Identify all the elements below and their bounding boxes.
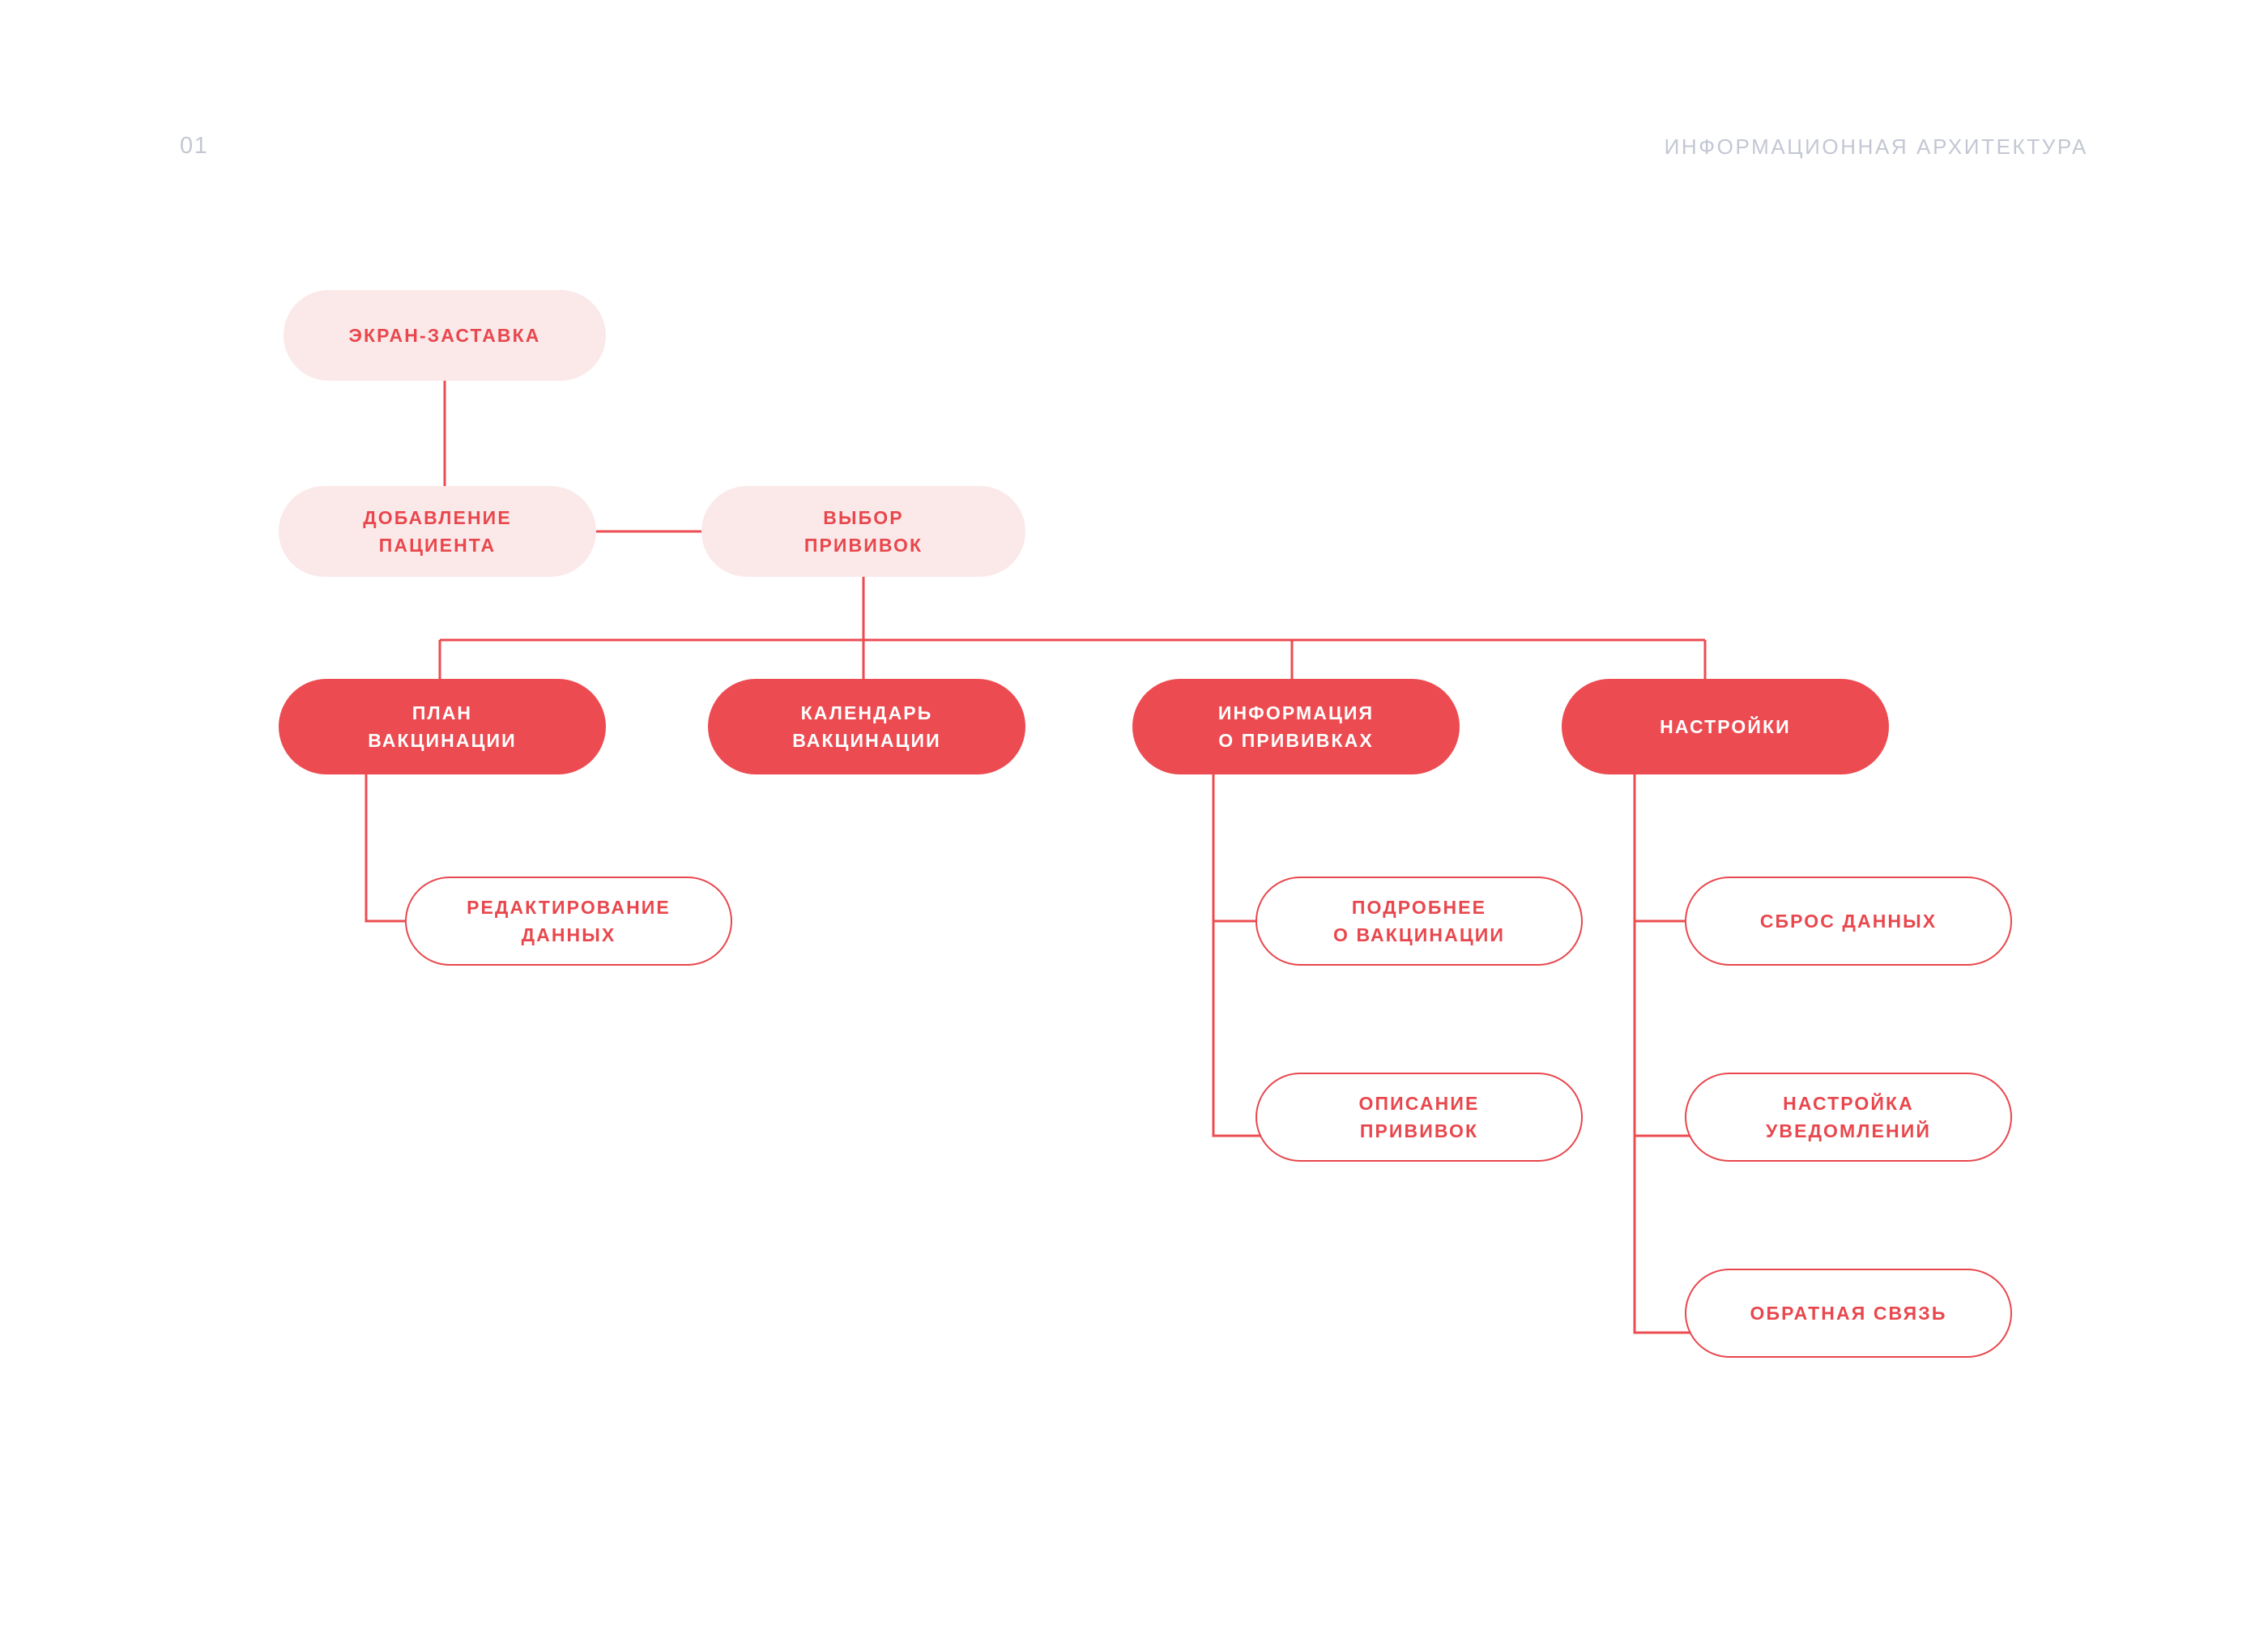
node-label: ОБРАТНАЯ СВЯЗЬ	[1750, 1302, 1947, 1324]
connector-settings-to-notif	[1633, 921, 1693, 1137]
node-label: ДОБАВЛЕНИЕ ПАЦИЕНТА	[363, 506, 512, 556]
node-label: ОПИСАНИЕ ПРИВИВОК	[1358, 1092, 1480, 1141]
node-reset-data[interactable]: СБРОС ДАННЫХ	[1685, 877, 2012, 966]
connector-settings-to-reset	[1633, 774, 1693, 923]
node-label: НАСТРОЙКА УВЕДОМЛЕНИЙ	[1766, 1092, 1931, 1141]
node-label: ПЛАН ВАКЦИНАЦИИ	[368, 702, 517, 751]
connector-plan-to-edit	[364, 774, 415, 923]
node-splash[interactable]: ЭКРАН-ЗАСТАВКА	[284, 290, 606, 381]
node-settings[interactable]: НАСТРОЙКИ	[1562, 679, 1889, 774]
node-vaccine-plan[interactable]: ПЛАН ВАКЦИНАЦИИ	[279, 679, 606, 774]
node-label: КАЛЕНДАРЬ ВАКЦИНАЦИИ	[792, 702, 941, 751]
node-label: РЕДАКТИРОВАНИЕ ДАННЫХ	[467, 896, 671, 945]
connector-info-to-more	[1212, 774, 1264, 923]
node-label: СБРОС ДАННЫХ	[1759, 910, 1938, 932]
connector-settings-to-feedback	[1633, 1136, 1693, 1334]
node-select-vaccine[interactable]: ВЫБОР ПРИВИВОК	[701, 486, 1025, 577]
node-label: ЭКРАН-ЗАСТАВКА	[348, 324, 541, 346]
node-feedback[interactable]: ОБРАТНАЯ СВЯЗЬ	[1685, 1269, 2012, 1358]
node-vaccine-desc[interactable]: ОПИСАНИЕ ПРИВИВОК	[1256, 1073, 1583, 1162]
node-edit-data[interactable]: РЕДАКТИРОВАНИЕ ДАННЫХ	[405, 877, 732, 966]
connector-info-to-desc	[1212, 921, 1264, 1137]
document-title: ИНФОРМАЦИОННАЯ АРХИТЕКТУРА	[1664, 134, 2088, 159]
node-vaccine-more[interactable]: ПОДРОБНЕЕ О ВАКЦИНАЦИИ	[1256, 877, 1583, 966]
node-label: НАСТРОЙКИ	[1660, 715, 1791, 737]
page-number: 01	[180, 133, 209, 159]
node-label: ПОДРОБНЕЕ О ВАКЦИНАЦИИ	[1332, 896, 1505, 945]
node-label: ВЫБОР ПРИВИВОК	[804, 506, 923, 556]
node-label: ИНФОРМАЦИЯ О ПРИВИВКАХ	[1217, 702, 1375, 751]
node-vaccine-cal[interactable]: КАЛЕНДАРЬ ВАКЦИНАЦИИ	[708, 679, 1025, 774]
node-add-patient[interactable]: ДОБАВЛЕНИЕ ПАЦИЕНТА	[279, 486, 596, 577]
node-vaccine-info[interactable]: ИНФОРМАЦИЯ О ПРИВИВКАХ	[1132, 679, 1460, 774]
node-notif-setup[interactable]: НАСТРОЙКА УВЕДОМЛЕНИЙ	[1685, 1073, 2012, 1162]
